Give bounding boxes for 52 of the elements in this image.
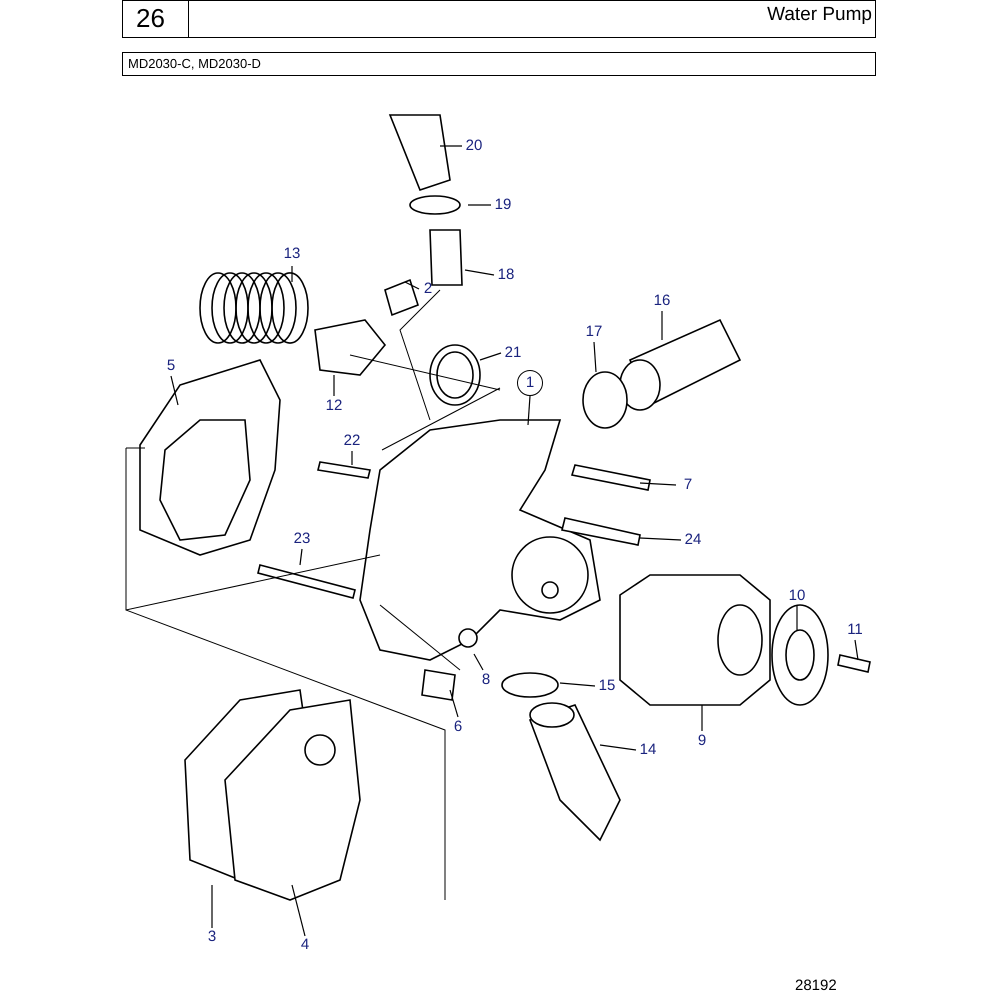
callout-number: 7 [675, 476, 701, 494]
callout-number: 12 [321, 397, 347, 415]
leader-line [351, 451, 353, 465]
leader-line [449, 690, 459, 718]
leader-line [600, 744, 636, 751]
callout-number: 4 [292, 936, 318, 954]
leader-line [440, 145, 462, 147]
leader-line [464, 269, 494, 276]
leader-line [560, 682, 596, 687]
callout-number: 1 [517, 370, 543, 396]
callout-number: 2 [415, 280, 441, 298]
leader-line [527, 396, 531, 426]
section-number: 26 [136, 3, 165, 34]
leader-line [404, 281, 420, 290]
leader-line [854, 640, 859, 660]
leader-line [661, 311, 663, 340]
callout-number: 20 [461, 137, 487, 155]
model-designation: MD2030-C, MD2030-D [128, 56, 261, 71]
callout-number: 3 [199, 928, 225, 946]
leader-line [701, 705, 703, 731]
page-title: Water Pump [767, 4, 872, 26]
callout-number: 8 [473, 671, 499, 689]
leader-line [291, 884, 306, 936]
leader-line [473, 654, 484, 670]
callout-number: 14 [635, 741, 661, 759]
callout-number: 19 [490, 196, 516, 214]
callout-number: 10 [784, 587, 810, 605]
leader-line [170, 376, 179, 406]
callout-number: 9 [689, 732, 715, 750]
callout-number: 17 [581, 323, 607, 341]
leader-line [796, 606, 798, 630]
callout-number: 23 [289, 530, 315, 548]
leader-line [333, 375, 335, 396]
callout-number: 16 [649, 292, 675, 310]
callout-number: 18 [493, 266, 519, 284]
callout-number: 21 [500, 344, 526, 362]
callout-number: 11 [842, 621, 868, 639]
callout-number: 5 [158, 357, 184, 375]
callout-number: 24 [680, 531, 706, 549]
leader-line [211, 885, 213, 928]
callout-number: 22 [339, 432, 365, 450]
leader-line [291, 266, 293, 282]
callout-number: 13 [279, 245, 305, 263]
leader-line [640, 482, 676, 486]
leader-line [593, 342, 597, 372]
callout-number: 15 [594, 677, 620, 695]
leader-line [299, 548, 303, 566]
leader-line [640, 537, 682, 541]
callout-number: 6 [445, 718, 471, 736]
drawing-number: 28192 [795, 977, 837, 994]
leader-line [480, 352, 502, 361]
leader-line [468, 204, 491, 206]
